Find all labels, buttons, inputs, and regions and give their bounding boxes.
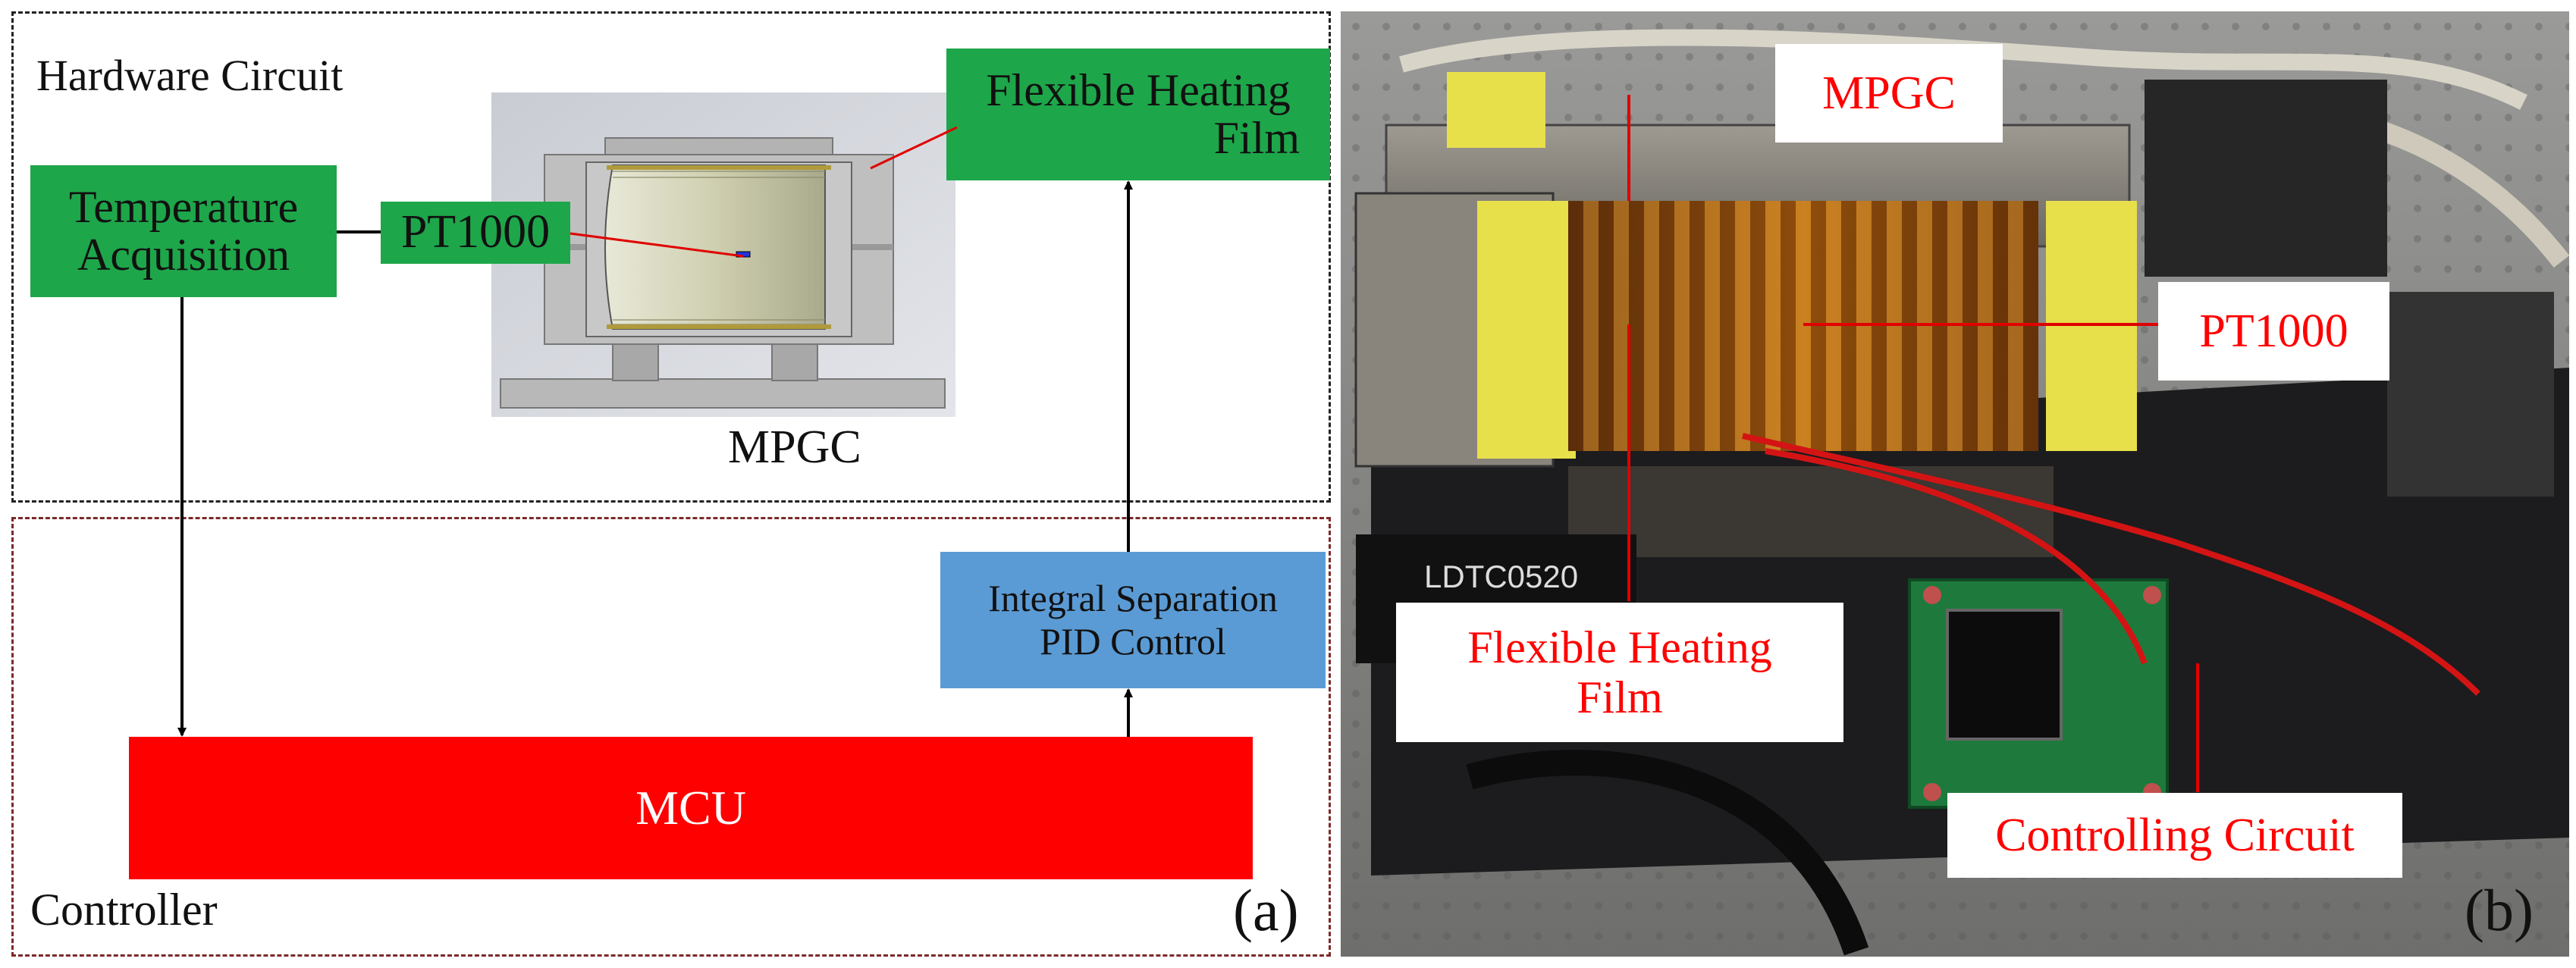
temperature-acquisition-box: Temperature Acquisition [30, 165, 337, 297]
pid-control-line1: Integral Separation [988, 576, 1278, 619]
pt1000-box: PT1000 [381, 202, 570, 264]
controlling-circuit-callout-label: Controlling Circuit [1995, 809, 2355, 861]
panel-b-tag: (b) [2465, 877, 2534, 943]
pt1000-callout: PT1000 [2158, 282, 2389, 381]
panel-a-tag: (a) [1233, 877, 1299, 943]
controlling-circuit-callout: Controlling Circuit [1947, 793, 2402, 878]
flexible-heating-film-box: Flexible Heating Film [946, 49, 1330, 180]
mcu-box: MCU [129, 737, 1253, 879]
flexible-heating-film-line1: Flexible Heating [986, 65, 1291, 115]
ldtc-module-marking: LDTC0520 [1424, 559, 1578, 594]
mpgc-callout-label: MPGC [1822, 67, 1956, 119]
hardware-circuit-region [11, 11, 1331, 503]
flexible-heating-film-callout: Flexible Heating Film [1396, 603, 1843, 742]
pt1000-label: PT1000 [400, 206, 551, 258]
flexible-heating-film-line2: Film [1213, 113, 1300, 163]
mpgc-caption: MPGC [728, 421, 861, 473]
controller-label: Controller [30, 885, 218, 935]
temperature-acquisition-line1: Temperature [68, 182, 299, 232]
flexible-heating-film-callout-line1: Flexible Heating [1467, 622, 1772, 672]
controller-region [11, 517, 1331, 957]
mpgc-callout: MPGC [1775, 44, 2003, 143]
flexible-heating-film-callout-line2: Film [1577, 672, 1663, 722]
temperature-acquisition-line2: Acquisition [77, 230, 290, 280]
pid-control-box: Integral Separation PID Control [940, 552, 1326, 688]
mcu-label: MCU [635, 781, 746, 835]
pid-control-line2: PID Control [1040, 620, 1226, 663]
hardware-circuit-label: Hardware Circuit [36, 51, 344, 100]
pt1000-callout-label: PT1000 [2199, 305, 2349, 357]
